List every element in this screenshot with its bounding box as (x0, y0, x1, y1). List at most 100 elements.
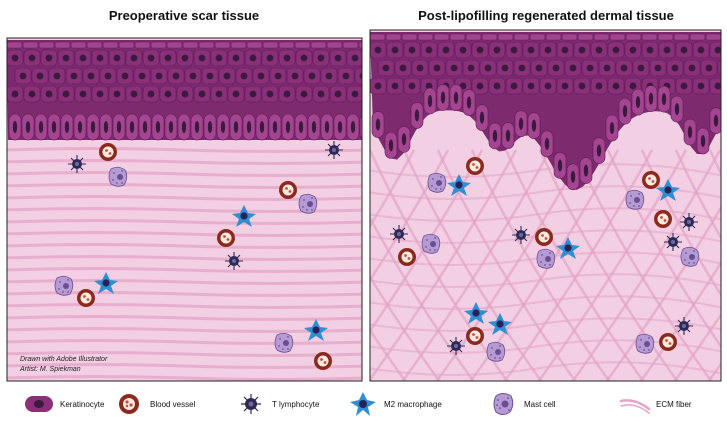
tissue-illustration (6, 29, 722, 382)
basal-nucleus (38, 121, 44, 133)
keratinocyte (401, 33, 418, 41)
red-cell (665, 339, 668, 342)
red-cell (323, 361, 327, 364)
m2-macrophage-icon (350, 392, 376, 416)
red-cell (668, 342, 672, 345)
keratinocyte-nucleus (654, 64, 662, 72)
keratinocyte-nucleus (215, 90, 223, 98)
ecm-fiber (370, 295, 721, 310)
ecm-fiber (370, 149, 518, 381)
mast-granule (425, 246, 427, 248)
mast-cell-nucleus (436, 180, 442, 186)
mast-granule (67, 279, 69, 281)
mast-granule (494, 357, 496, 359)
keratinocyte (246, 41, 263, 49)
keratinocyte-nucleus (688, 64, 696, 72)
keratinocyte-nucleus (680, 82, 688, 90)
legend-item-ecm-fiber: ECM fiber (618, 386, 692, 422)
ecm-fiber (7, 363, 362, 369)
keratinocyte (545, 33, 562, 41)
t-lymphocyte-icon (241, 394, 261, 414)
keratinocyte (657, 33, 674, 41)
keratinocyte-nucleus (28, 90, 36, 98)
mast-granule (121, 170, 123, 172)
keratinocyte-nucleus (595, 82, 603, 90)
keratinocyte-nucleus (334, 90, 342, 98)
ecm-fiber (7, 171, 362, 177)
ecm-fiber (606, 149, 721, 349)
keratinocyte-nucleus (484, 64, 492, 72)
keratinocyte (689, 33, 706, 41)
mast-granule (549, 252, 551, 254)
keratinocyte-nucleus (501, 64, 509, 72)
keratinocyte-nucleus (96, 90, 104, 98)
mast-granule (499, 357, 501, 359)
mast-granule (643, 349, 645, 351)
keratinocyte (433, 33, 450, 41)
keratinocyte-nucleus (70, 72, 78, 80)
t-cell-nucleus (332, 148, 336, 152)
keratinocyte-nucleus (527, 82, 535, 90)
left-cells (54, 141, 343, 370)
keratinocyte-nucleus (181, 54, 189, 62)
basal-nucleus (609, 121, 615, 134)
keratinocyte-nucleus (705, 64, 713, 72)
keratinocyte-nucleus (266, 90, 274, 98)
mast-granule (278, 345, 280, 347)
keratinocyte-nucleus (493, 82, 501, 90)
blood-vessel (466, 157, 484, 175)
mast-granule (302, 206, 304, 208)
keratinocyte-nucleus (612, 46, 620, 54)
t-lymphocyte (325, 141, 343, 159)
right-panel-border (369, 29, 722, 382)
red-cell (83, 295, 86, 298)
mast-granule (58, 288, 60, 290)
keratinocyte-nucleus (249, 90, 257, 98)
t-cell-nucleus (75, 162, 79, 166)
blood-vessel (535, 228, 553, 246)
keratinocyte (497, 33, 514, 41)
red-cell (404, 254, 407, 257)
keratinocyte-nucleus (680, 46, 688, 54)
blood-vessel (398, 248, 416, 266)
keratinocyte-nucleus (391, 82, 399, 90)
mast-cell (536, 248, 556, 269)
mast-granule (426, 239, 428, 241)
t-lymphocyte (390, 225, 408, 243)
basal-nucleus (181, 121, 187, 133)
mast-granule (59, 281, 61, 283)
keratinocyte (385, 33, 402, 41)
ecm-fiber (7, 183, 362, 189)
basal-nucleus (505, 129, 511, 142)
mast-granule (279, 338, 281, 340)
legend-label: M2 macrophage (384, 399, 442, 409)
mast-granule (640, 339, 642, 341)
mast-granule (435, 188, 437, 190)
t-lymphocyte (664, 233, 682, 251)
basal-nucleus (518, 117, 524, 130)
keratinocyte (358, 41, 362, 49)
keratinocyte-nucleus (450, 64, 458, 72)
keratinocyte-nucleus (317, 90, 325, 98)
basal-nucleus (25, 121, 31, 133)
t-cell-nucleus (671, 240, 675, 244)
legend-item-t-lymphocyte: T lymphocyte (234, 386, 319, 422)
basal-nucleus (324, 121, 330, 133)
mast-granule (544, 264, 546, 266)
t-cell-nucleus (519, 233, 523, 237)
mast-granule (549, 264, 551, 266)
red-cell (475, 166, 479, 169)
m2-macrophage (656, 179, 680, 201)
basal-nucleus (364, 121, 368, 133)
right-epidermis (370, 32, 721, 191)
t-lymphocyte (675, 317, 693, 335)
basal-nucleus (77, 121, 83, 133)
blood-vessel (279, 181, 297, 199)
basal-nucleus (12, 121, 18, 133)
keratinocyte-nucleus (351, 54, 359, 62)
keratinocyte (354, 67, 362, 85)
basal-nucleus (194, 121, 200, 133)
basal-nucleus (531, 119, 537, 132)
legend-label: ECM fiber (656, 399, 692, 409)
red-cell (648, 177, 651, 180)
